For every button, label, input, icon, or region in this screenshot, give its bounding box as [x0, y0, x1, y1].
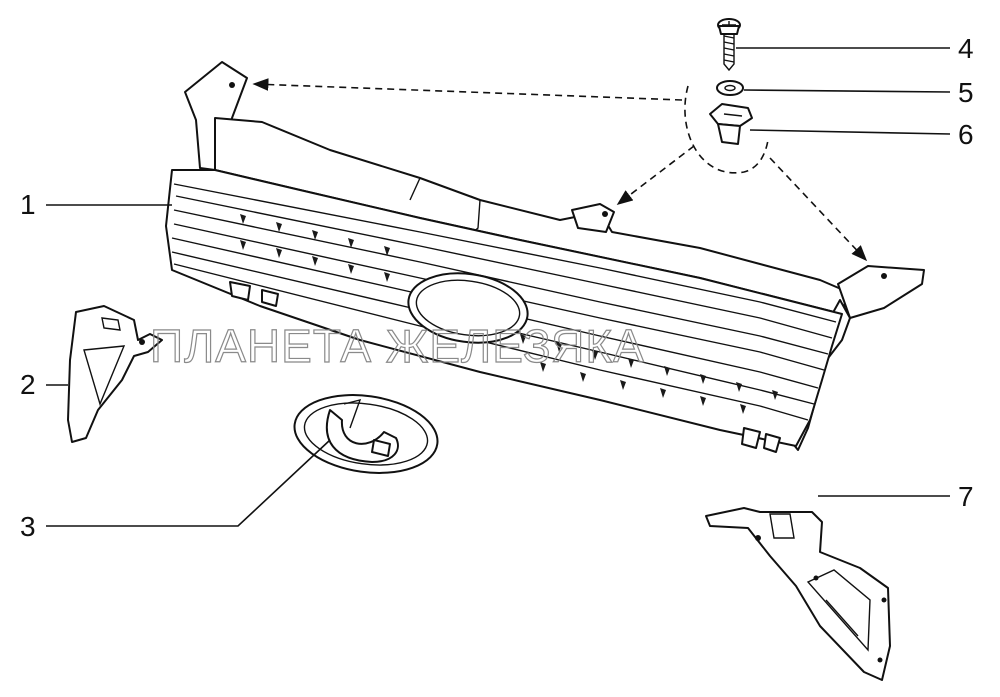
left-bracket — [67, 305, 163, 443]
callout-2: 2 — [20, 369, 36, 400]
assembly-lines — [252, 78, 868, 262]
emblem — [293, 394, 439, 474]
radiator-grille — [165, 61, 925, 453]
callout-1: 1 — [20, 189, 36, 220]
washer — [716, 80, 744, 96]
callout-7: 7 — [958, 481, 974, 512]
callout-6: 6 — [958, 119, 974, 150]
callout-5: 5 — [958, 77, 974, 108]
callout-3: 3 — [20, 511, 36, 542]
screw — [717, 18, 741, 72]
watermark: ПЛАНЕТА ЖЕЛЕЗЯКА — [150, 320, 645, 372]
clip-nut — [709, 103, 753, 145]
callout-4: 4 — [958, 33, 974, 64]
right-bracket — [705, 507, 891, 681]
leader-lines — [46, 47, 951, 527]
